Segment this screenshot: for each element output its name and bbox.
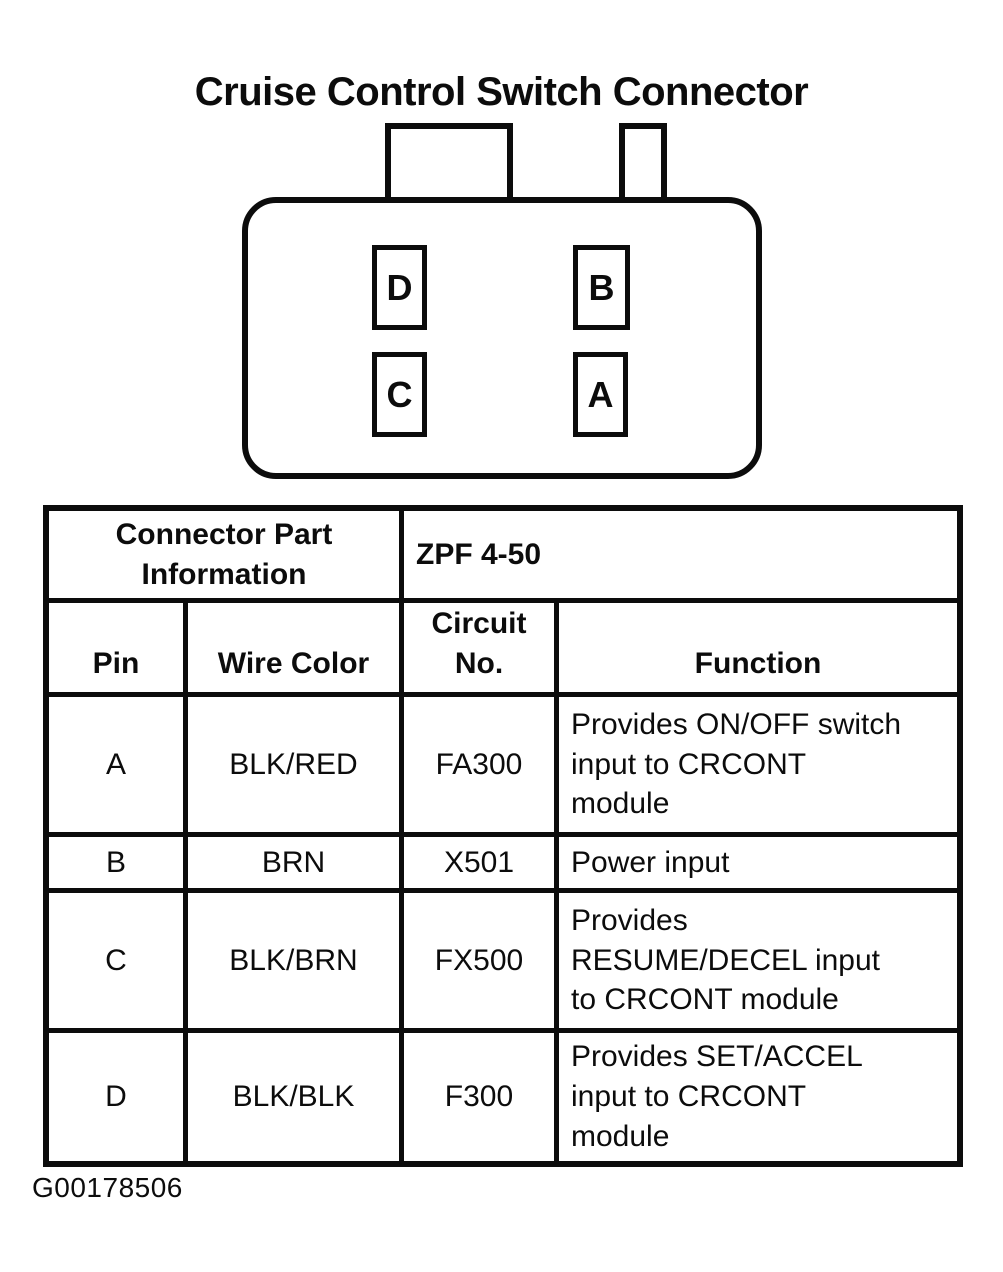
table-row-b-pin: B bbox=[49, 837, 188, 893]
table-row-d-pin: D bbox=[49, 1033, 188, 1161]
table-row-a-circuit-no: FA300 bbox=[404, 697, 559, 837]
table-row-a-pin: A bbox=[49, 697, 188, 837]
table-row-b-circuit-no: X501 bbox=[404, 837, 559, 893]
connector-lock-tab-large bbox=[385, 123, 513, 197]
connector-lock-tab-small bbox=[619, 123, 667, 197]
table-row-c-pin: C bbox=[49, 893, 188, 1033]
page-title: Cruise Control Switch Connector bbox=[194, 70, 809, 114]
table-row-c-circuit-no: FX500 bbox=[404, 893, 559, 1033]
connector-pin-b: B bbox=[573, 245, 630, 330]
table-row-b-wire-color: BRN bbox=[188, 837, 404, 893]
table-row-c-wire-color: BLK/BRN bbox=[188, 893, 404, 1033]
table-header-part-info: Connector Part Information bbox=[49, 511, 404, 603]
table-row-c-function: Provides RESUME/DECEL input to CRCONT mo… bbox=[559, 893, 957, 1033]
table-row-d-circuit-no: F300 bbox=[404, 1033, 559, 1161]
table-row-a-function: Provides ON/OFF switch input to CRCONT m… bbox=[559, 697, 957, 837]
table-row-a-wire-color: BLK/RED bbox=[188, 697, 404, 837]
column-header-circuit-no: Circuit No. bbox=[404, 603, 559, 697]
connector-pin-c: C bbox=[372, 352, 427, 437]
table-part-number: ZPF 4-50 bbox=[404, 511, 957, 603]
connector-body-outline bbox=[242, 197, 762, 479]
table-row-d-function: Provides SET/ACCEL input to CRCONT modul… bbox=[571, 1040, 863, 1153]
pinout-table: Connector Part Information ZPF 4-50 Pin … bbox=[43, 505, 963, 1167]
table-row-b-function: Power input bbox=[559, 837, 957, 893]
connector-pin-a: A bbox=[573, 352, 628, 437]
connector-pin-d: D bbox=[372, 245, 427, 330]
figure-id-caption: G00178506 bbox=[32, 1172, 183, 1203]
table-row-d-wire-color: BLK/BLK bbox=[188, 1033, 404, 1161]
column-header-function: Function bbox=[559, 603, 957, 697]
column-header-wire-color: Wire Color bbox=[188, 603, 404, 697]
column-header-pin: Pin bbox=[49, 603, 188, 697]
